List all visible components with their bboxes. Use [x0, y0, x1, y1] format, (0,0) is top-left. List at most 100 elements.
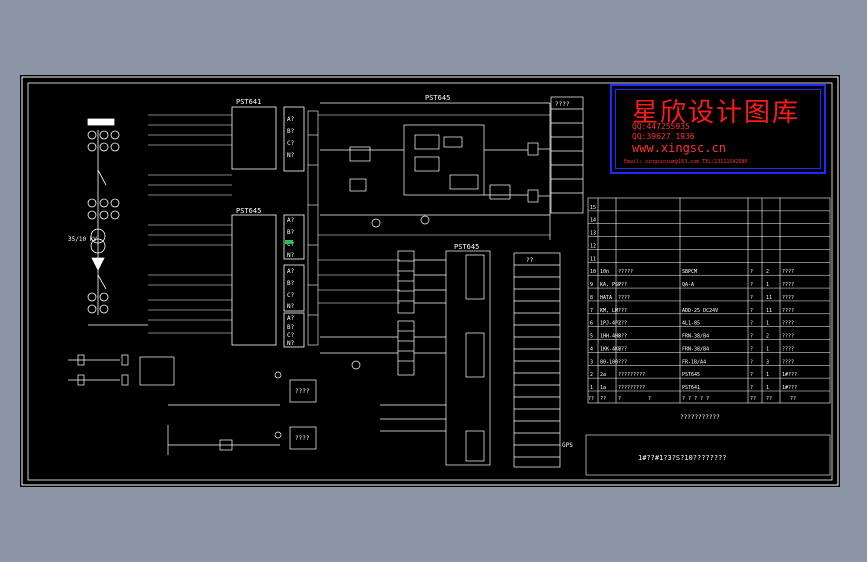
table-cell-no: 11 [590, 256, 596, 262]
table-cell-model: 4L1-85 [682, 321, 700, 327]
table-cell-qty: 2 [766, 334, 769, 340]
table-header-cell: ? [618, 396, 621, 402]
table-cell-note: ???? [782, 334, 794, 340]
side-tag-top: ???? [555, 101, 570, 108]
table-cell-no: 9 [590, 282, 593, 288]
top-right-tags [550, 96, 584, 214]
table-cell-no: 8 [590, 295, 593, 301]
table-cell-name: ??? [618, 334, 627, 340]
box1-label: ???? [295, 388, 310, 395]
table-cell-qty: 1 [766, 346, 769, 352]
table-cell-no: 12 [590, 243, 596, 249]
table-cell-sym: 80-100 [600, 359, 618, 365]
table-cell-name: ???? [618, 295, 630, 301]
phase-b-3: B? [287, 280, 295, 287]
phase-b-4: B? [287, 324, 295, 331]
phase-c-3: C? [287, 292, 295, 299]
drawing-sheet: 35/10 kV PST641 PST645 A? B? [20, 75, 840, 487]
table-cell-model: PST645 [682, 372, 700, 378]
table-cell-no: 1 [590, 385, 593, 391]
table-cell-qty: 1 [766, 282, 769, 288]
table-cell-no: 15 [590, 205, 596, 211]
table-cell-unit: ? [750, 282, 753, 288]
table-cell-qty: 1 [766, 372, 769, 378]
top-center-block [320, 102, 551, 240]
top-block-label: PST645 [425, 94, 450, 102]
schematic-diagram: 35/10 kV PST641 PST645 A? B? [21, 76, 839, 486]
phase-a-1: A? [287, 116, 295, 123]
box2-label: ???? [295, 435, 310, 442]
phase-n-4: N? [287, 340, 295, 347]
table-cell-model: PST641 [682, 385, 700, 391]
table-cell-name: ??? [618, 282, 627, 288]
phase-n-2: N? [287, 252, 295, 259]
table-cell-unit: ? [750, 334, 753, 340]
table-cell-note: ???? [782, 359, 794, 365]
table-cell-no: 4 [590, 346, 593, 352]
table-cell-unit: ? [750, 308, 753, 314]
watermark-contact: Email: xingsinsum@163.com TEL:1311154268… [624, 159, 748, 165]
table-cell-model: SBPCM [682, 269, 697, 275]
table-cell-unit: ? [750, 346, 753, 352]
relay-block-2 [231, 214, 305, 348]
table-cell-qty: 11 [766, 308, 772, 314]
primary-circuit [87, 118, 148, 326]
table-cell-model: FR-1B/A4 [682, 359, 706, 365]
phase-a-2: A? [287, 217, 295, 224]
table-cell-name: ????????? [618, 372, 645, 378]
table-header-cell: ?? [766, 396, 772, 402]
table-cell-model: FRN-38/B4 [682, 334, 709, 340]
table-cell-name: ????????? [618, 385, 645, 391]
table-cell-sym: 10n [600, 269, 609, 275]
table-header-cell: ?? [588, 396, 594, 402]
outer-frame [21, 76, 839, 486]
equipment-table [585, 197, 831, 476]
phase-labels: A? B? C? N? A? B? C? N? A? B? C? N? A? B… [287, 116, 295, 347]
table-cell-unit: ? [750, 385, 753, 391]
terminal-strip-1 [307, 110, 550, 346]
table-cell-name: ??? [618, 321, 627, 327]
table-cell-sym: 1PJ-4P2 [600, 321, 621, 327]
inner-frame [27, 82, 833, 481]
table-cell-sym: 1KK-4K8 [600, 346, 621, 352]
table-cell-qty: 3 [766, 359, 769, 365]
table-cell-no: 6 [590, 321, 593, 327]
phase-a-4: A? [287, 315, 295, 322]
table-cell-no: 5 [590, 334, 593, 340]
table-cell-name: ????? [618, 269, 633, 275]
mid-block-label: PST645 [454, 243, 479, 251]
table-cell-qty: 1 [766, 385, 769, 391]
table-cell-sym: 1HH-4H8 [600, 334, 621, 340]
table-header-cell: ? [648, 396, 651, 402]
table-cell-name: ??? [618, 346, 627, 352]
wiring-left [148, 114, 232, 334]
watermark-inner-border [615, 89, 821, 169]
title-block-text: 1#??#1?3?S?10???????? [638, 454, 727, 462]
table-cell-qty: 11 [766, 295, 772, 301]
table-cell-no: 13 [590, 231, 596, 237]
table-cell-note: ???? [782, 295, 794, 301]
table-cell-sym: HATA [600, 295, 612, 301]
table-cell-sym: KM, LM [600, 308, 618, 314]
phase-c-2: C? [287, 241, 295, 248]
table-caption: ??????????? [680, 414, 720, 421]
table-cell-name: ??? [618, 359, 627, 365]
table-cell-no: 3 [590, 359, 593, 365]
relay-label-2: PST645 [236, 207, 261, 215]
table-cell-note: 1#??? [782, 372, 797, 378]
table-cell-no: 10 [590, 269, 596, 275]
watermark-title: 星欣设计图库 [632, 98, 801, 128]
table-cell-sym: 2a [600, 372, 606, 378]
gps-label: GPS [562, 442, 573, 449]
table-cell-model: ADD-25 DC24V [682, 308, 718, 314]
mid-center-block [320, 250, 491, 466]
watermark-qq2: QQ:39627 1936 [632, 132, 695, 141]
table-cell-note: ???? [782, 346, 794, 352]
table-cell-sym: 1a [600, 385, 606, 391]
phase-n-3: N? [287, 303, 295, 310]
watermark-qq1: QQ:447255935 [632, 122, 690, 131]
table-cell-note: ???? [782, 269, 794, 275]
table-cell-note: 1#??? [782, 385, 797, 391]
table-header-cell: ?? [750, 396, 756, 402]
